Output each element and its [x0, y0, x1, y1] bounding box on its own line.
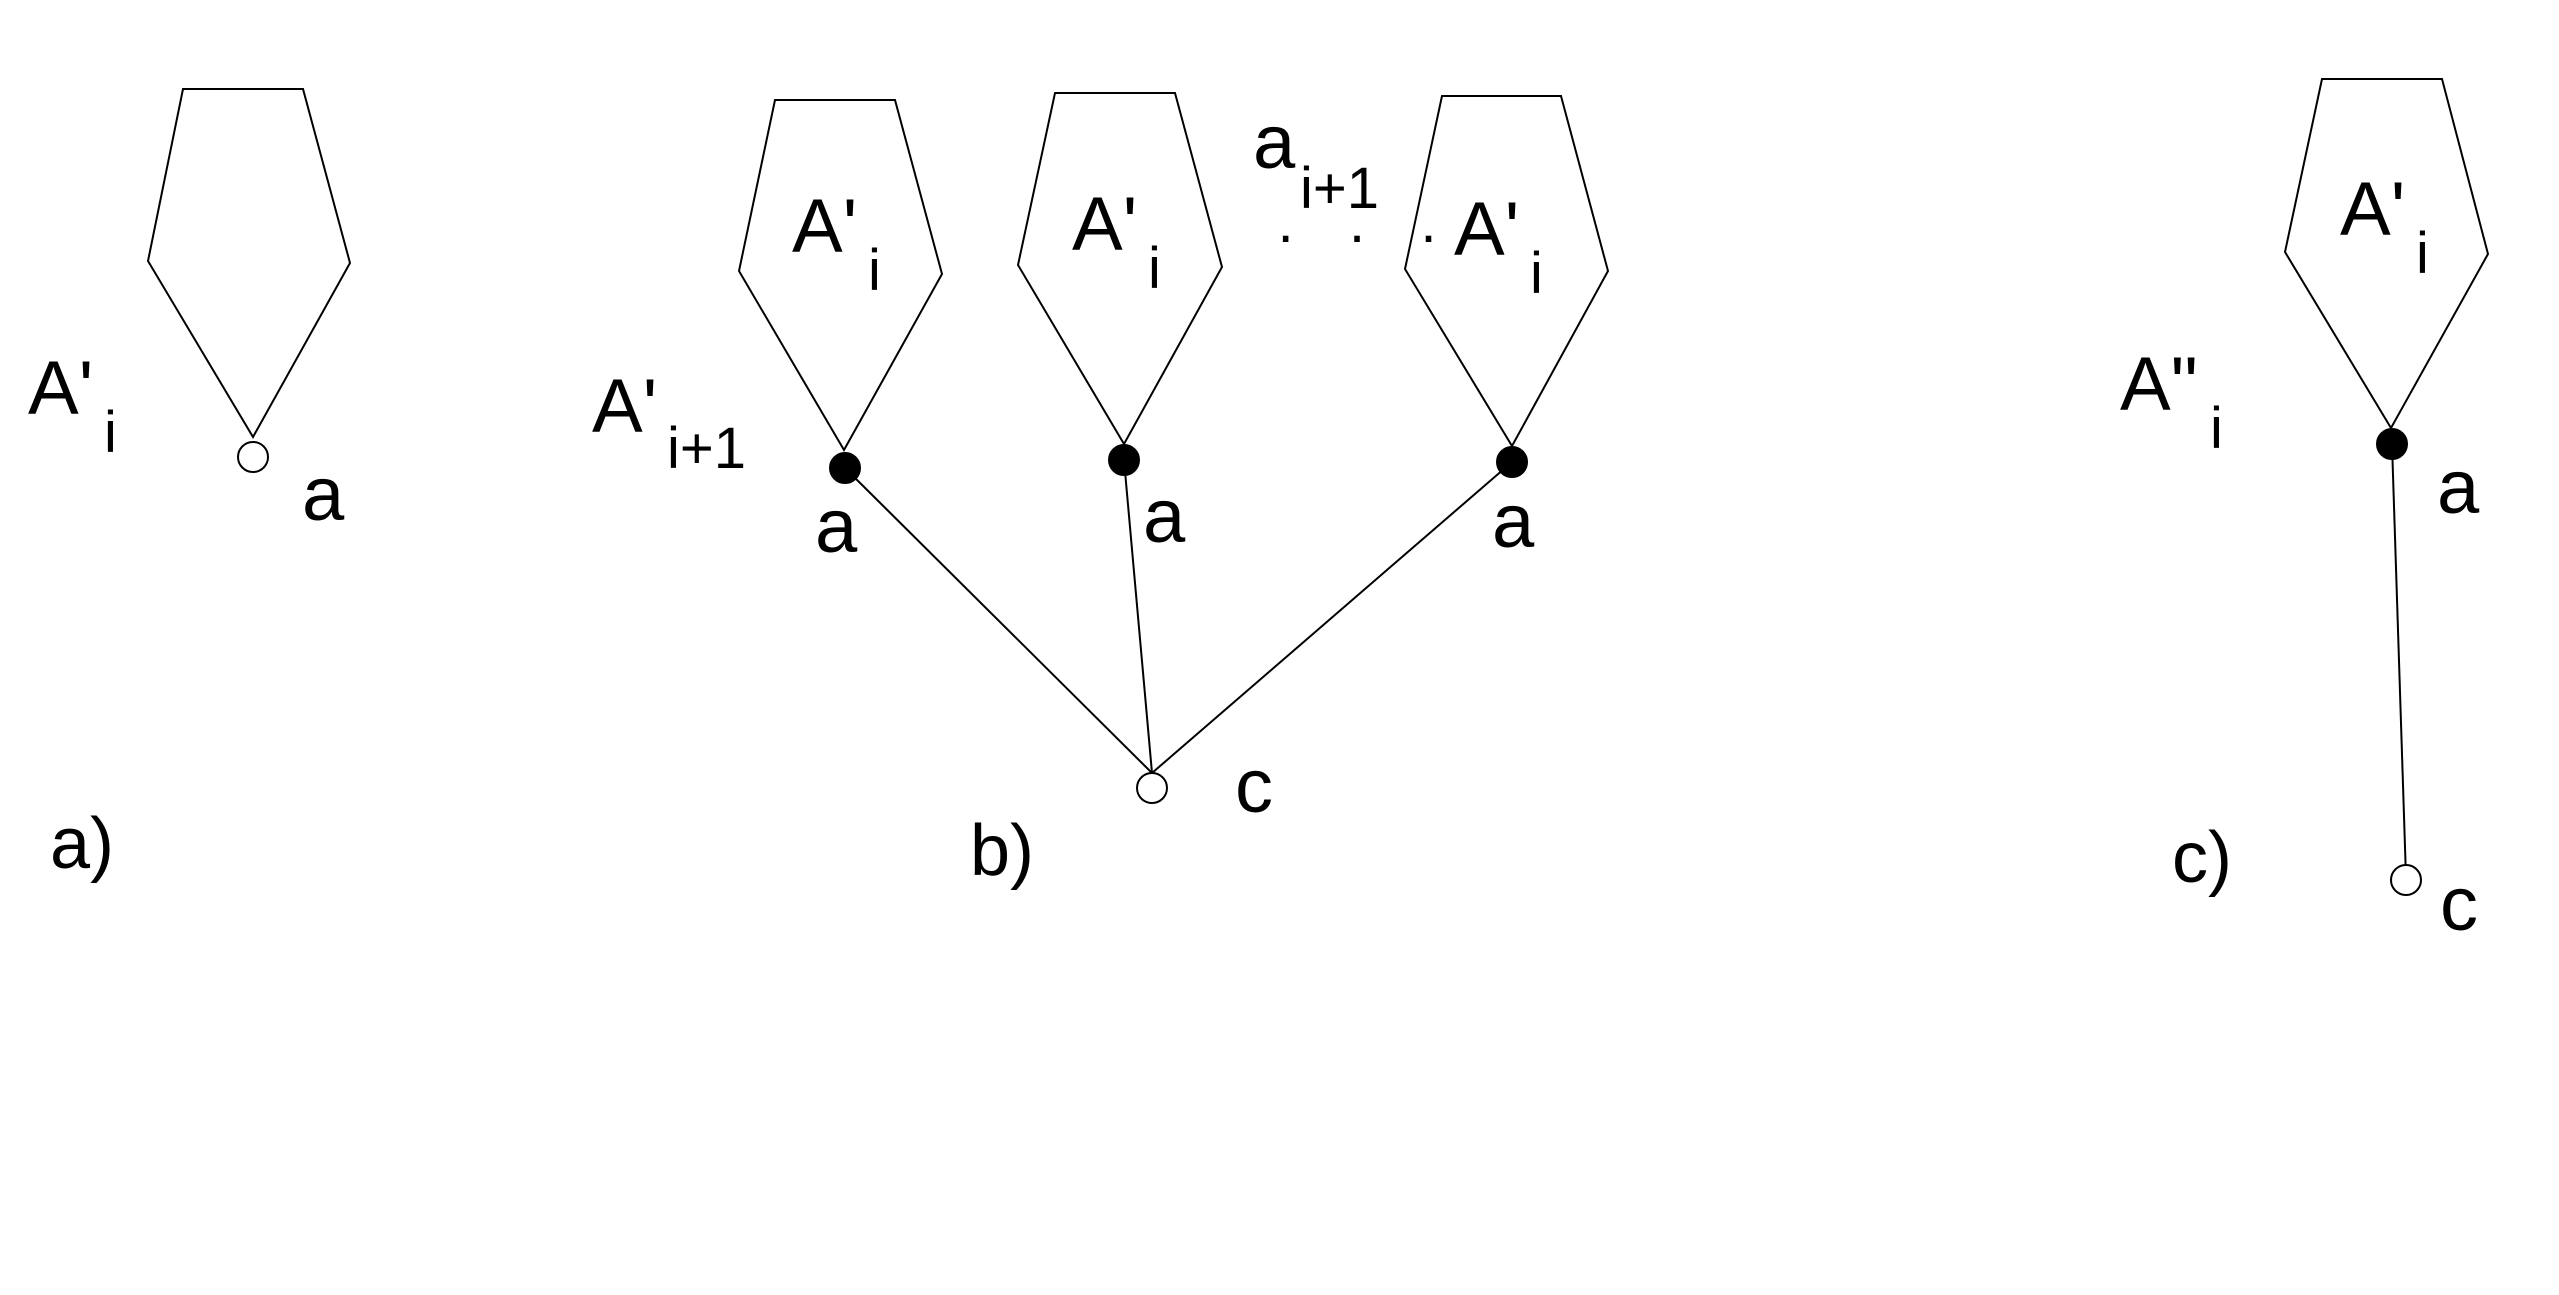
panel-b: A' i A' i A' i A' i+1 a i+1 · · · a a a …	[592, 92, 1610, 891]
tree-label-subscript: i	[2210, 396, 2223, 461]
count-label-subscript: i+1	[1300, 156, 1379, 221]
subtree-label-subscript: i	[1148, 236, 1161, 301]
tree-label: A"	[2120, 342, 2198, 427]
count-label: a	[1253, 100, 1296, 185]
subtree-shape	[2283, 78, 2490, 430]
subtree-label-subscript: i	[1530, 241, 1543, 306]
subtree-shape	[1016, 92, 1224, 447]
tree-label-subscript: i+1	[667, 416, 746, 481]
panel-caption: c)	[2172, 818, 2232, 898]
root-node	[2390, 864, 2422, 896]
tree-label-subscript: i	[104, 400, 117, 465]
node-label: a	[815, 484, 858, 569]
filled-node	[2376, 428, 2408, 460]
subtree-shape	[1403, 95, 1610, 449]
subtree-label-subscript: i	[868, 238, 881, 303]
subtree-shape	[146, 88, 352, 440]
subtree-label: A'	[1072, 182, 1137, 267]
subtree-label: A'	[2340, 167, 2405, 252]
node-label: a	[302, 452, 345, 537]
subtree-label: A'	[792, 184, 857, 269]
edge	[1151, 461, 1513, 774]
node-label: a	[1143, 474, 1186, 559]
root-label: c	[1235, 744, 1273, 829]
filled-node	[1496, 446, 1528, 478]
filled-node	[1108, 444, 1140, 476]
edge	[2391, 443, 2407, 879]
panel-caption: a)	[50, 804, 114, 884]
node-label: a	[1492, 479, 1535, 564]
panel-a: A' i a a)	[28, 88, 352, 884]
filled-node	[829, 452, 861, 484]
edge	[844, 467, 1153, 774]
tree-label: A'	[28, 346, 93, 431]
root-label: c	[2440, 862, 2478, 947]
root-node	[1136, 772, 1168, 804]
node-label: a	[2437, 445, 2480, 530]
edge	[1123, 459, 1153, 774]
ellipsis: · · ·	[1276, 203, 1456, 268]
open-node	[237, 441, 269, 473]
subtree-label-subscript: i	[2416, 221, 2429, 286]
panel-caption: b)	[970, 811, 1034, 891]
panel-c: A' i A" i a c c)	[2120, 78, 2490, 947]
tree-label: A'	[592, 364, 657, 449]
subtree-shape	[737, 99, 944, 453]
subtree-label: A'	[1454, 187, 1519, 272]
